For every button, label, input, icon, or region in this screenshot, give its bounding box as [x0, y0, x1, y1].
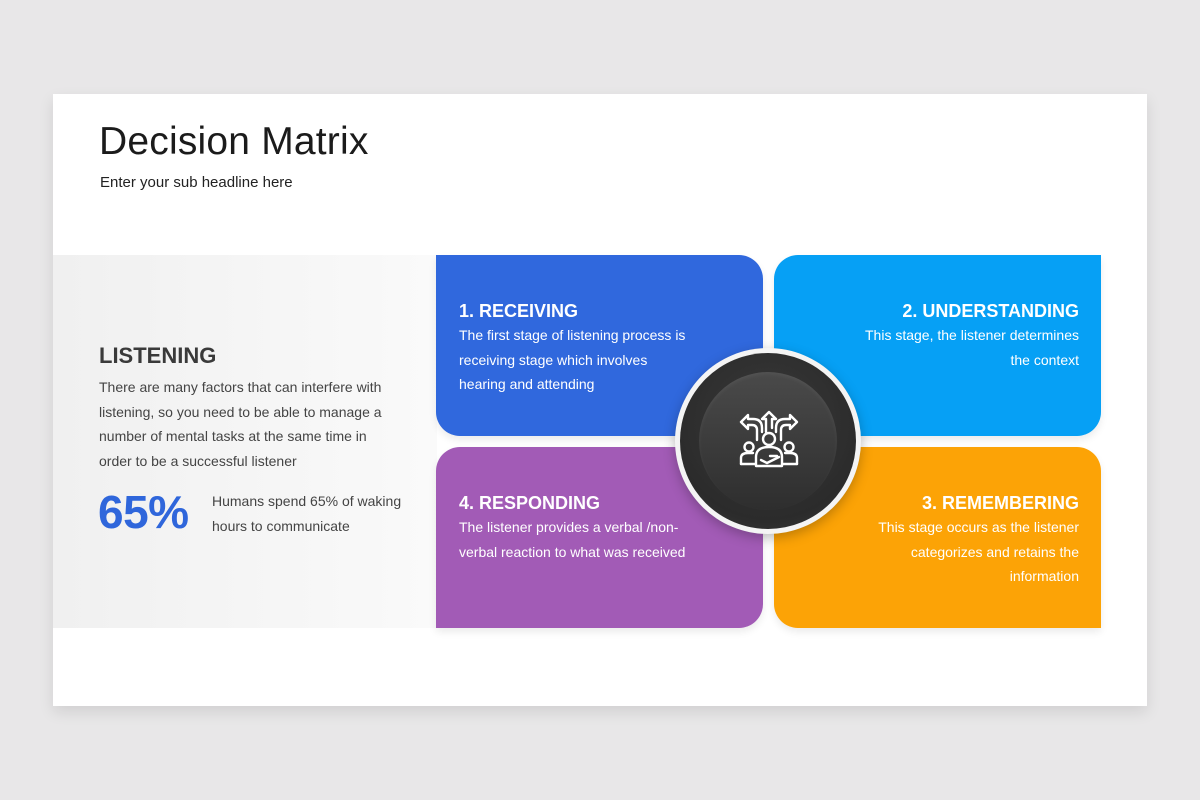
- stage-card-understanding: 2. UNDERSTANDING This stage, the listene…: [774, 255, 1101, 436]
- stage-body: The first stage of listening process is …: [459, 327, 686, 392]
- intro-heading: LISTENING: [99, 343, 217, 368]
- stage-title: 1. RECEIVING: [459, 301, 579, 321]
- page-title: Decision Matrix: [99, 120, 369, 163]
- stage-card-receiving: 1. RECEIVING The first stage of listenin…: [436, 255, 763, 436]
- decision-people-arrows-icon: [739, 410, 799, 468]
- stage-card-remembering: 3. REMEMBERING This stage occurs as the …: [774, 447, 1101, 628]
- stat-description: Humans spend 65% of waking hours to comm…: [212, 493, 402, 534]
- page-subtitle: Enter your sub headline here: [100, 174, 293, 191]
- stage-title: 2. UNDERSTANDING: [902, 301, 1079, 321]
- center-hub: [675, 348, 861, 534]
- intro-panel: LISTENING There are many factors that ca…: [53, 255, 437, 628]
- intro-body: There are many factors that can interfer…: [99, 379, 382, 469]
- stage-title: 4. RESPONDING: [459, 493, 601, 513]
- stage-body: This stage, the listener determines the …: [865, 327, 1079, 368]
- hub-inner-disc: [699, 372, 837, 510]
- slide: Decision Matrix Enter your sub headline …: [53, 94, 1147, 706]
- stage-body: The listener provides a verbal /non-verb…: [459, 519, 686, 560]
- stat-value: 65%: [98, 486, 189, 538]
- stage-card-responding: 4. RESPONDING The listener provides a ve…: [436, 447, 763, 628]
- stage-body: This stage occurs as the listener catego…: [878, 519, 1079, 584]
- hub-outer-ring: [680, 353, 856, 529]
- stage-title: 3. REMEMBERING: [921, 493, 1079, 513]
